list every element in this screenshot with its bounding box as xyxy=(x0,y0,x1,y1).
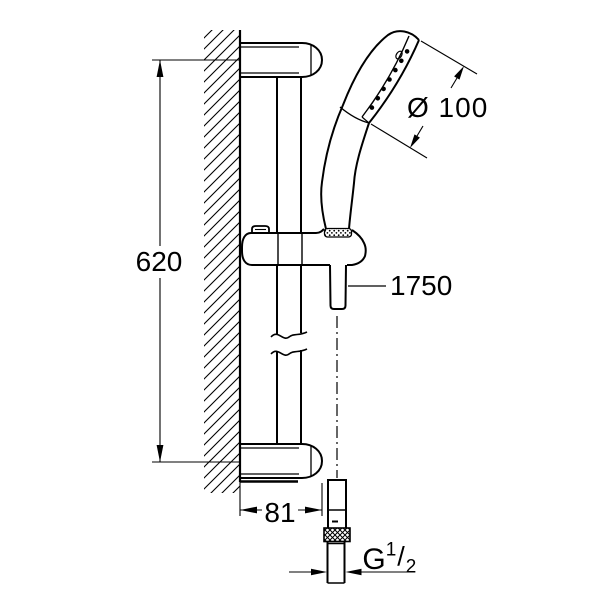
bottom-wall-mount xyxy=(240,443,324,483)
thread-size-g-label: G xyxy=(362,543,386,576)
arrowhead-to-right xyxy=(311,568,327,576)
top-wall-mount xyxy=(240,42,324,78)
dimension-rail-length xyxy=(152,59,239,463)
arrowhead-up xyxy=(156,60,164,77)
rail-break-upper xyxy=(270,331,308,339)
dimension-head-diameter xyxy=(370,40,478,159)
hand-shower xyxy=(320,30,420,238)
shower-head-outline xyxy=(320,30,420,230)
arrowhead-right xyxy=(305,506,322,514)
handle-knurl-ring xyxy=(323,227,353,238)
arrowhead-down xyxy=(156,445,164,462)
hose-connector xyxy=(323,479,351,584)
dimension-bracket-depth xyxy=(240,483,323,516)
slider-holder xyxy=(241,225,367,266)
bracket-depth-label: 81 xyxy=(264,497,296,528)
connector-knurled-nut xyxy=(323,527,351,543)
shower-hose xyxy=(329,264,347,478)
head-diameter-label: Ø 100 xyxy=(407,92,489,123)
arrowhead-lower xyxy=(410,134,420,148)
thread-denominator-label: 2 xyxy=(405,556,417,578)
thread-numerator-label: 1 xyxy=(385,539,397,561)
rail-break-lower xyxy=(270,348,308,356)
spray-nozzles xyxy=(369,49,410,110)
arrowhead-to-left xyxy=(345,568,362,576)
holder-knob xyxy=(251,225,270,233)
dimension-thread-size xyxy=(289,568,414,576)
rail-length-label: 620 xyxy=(135,246,183,277)
shower-rail xyxy=(270,77,308,444)
arrowhead-left xyxy=(240,506,257,514)
arrowhead-upper xyxy=(454,66,464,80)
wall-hatching xyxy=(204,30,242,516)
nozzle-ring-detail xyxy=(395,50,403,60)
hose-length-label: 1750 xyxy=(390,270,453,301)
thread-slash-label: / xyxy=(397,541,405,572)
